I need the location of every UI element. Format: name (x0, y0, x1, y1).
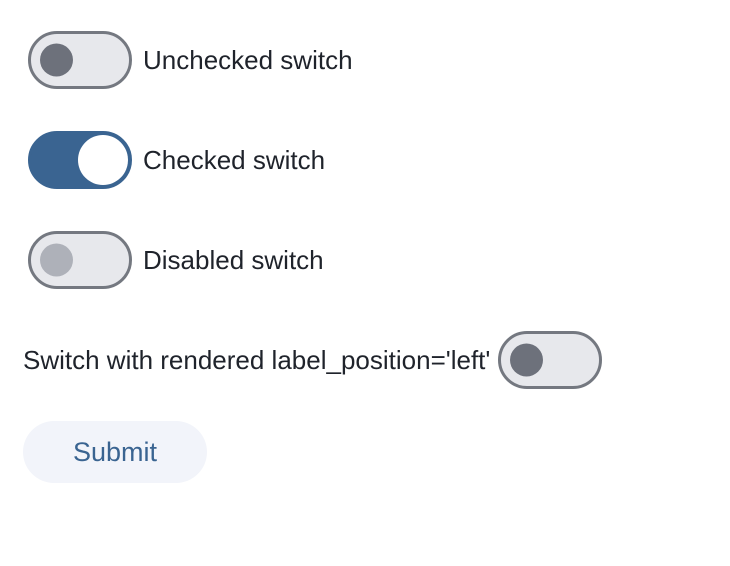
switch-label: Disabled switch (143, 244, 324, 275)
submit-button[interactable]: Submit (23, 421, 207, 483)
switch-row-disabled: Disabled switch (28, 231, 730, 289)
switch-thumb (78, 135, 128, 185)
switch-row-label-left: Switch with rendered label_position='lef… (23, 331, 730, 389)
switch-label: Switch with rendered label_position='lef… (23, 344, 491, 375)
switch-thumb (40, 43, 73, 77)
switch-row-unchecked: Unchecked switch (28, 31, 730, 89)
disabled-switch-toggle (28, 231, 132, 289)
label-left-switch-toggle[interactable] (498, 331, 603, 389)
switch-label: Unchecked switch (143, 44, 353, 75)
switch-row-checked: Checked switch (28, 131, 730, 189)
checked-switch-toggle[interactable] (28, 131, 132, 189)
switch-thumb (40, 243, 73, 277)
switch-label: Checked switch (143, 144, 326, 175)
switch-thumb (510, 343, 544, 377)
unchecked-switch-toggle[interactable] (28, 31, 132, 89)
